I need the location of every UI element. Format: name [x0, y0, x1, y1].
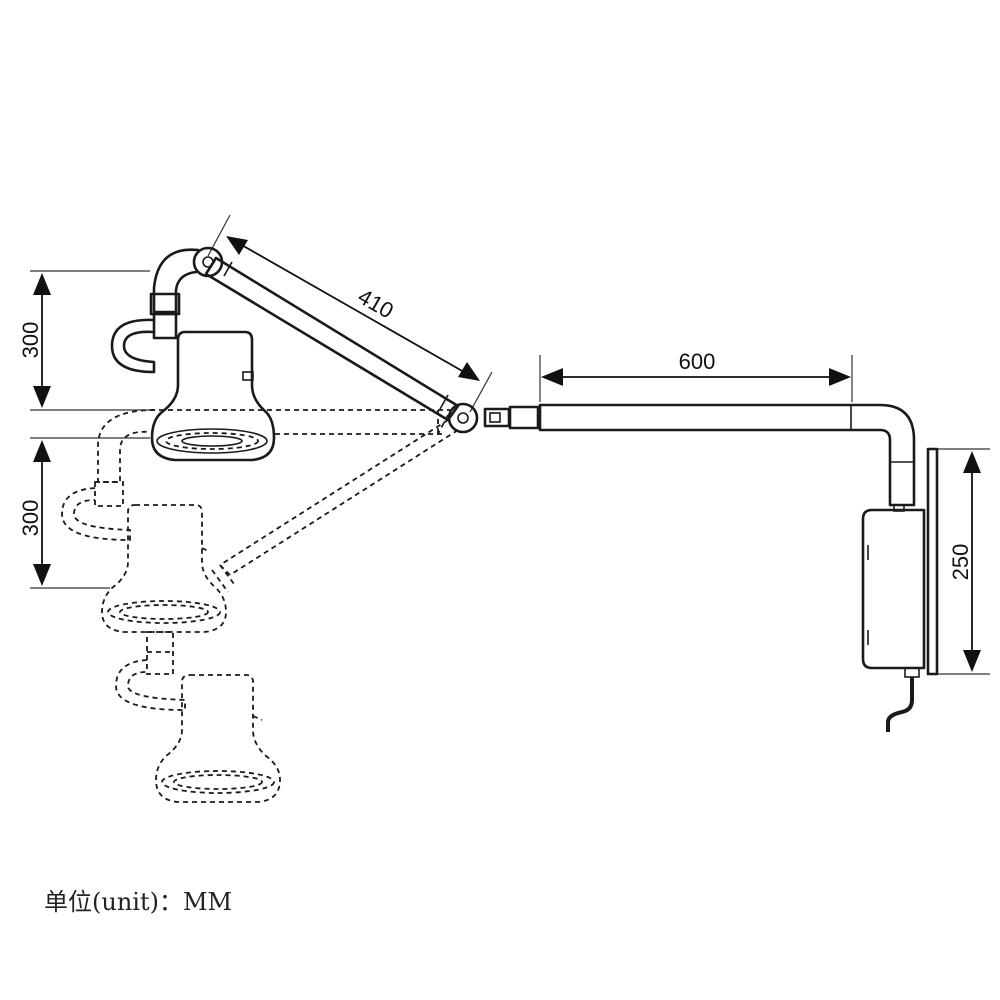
motion-guide-lines — [150, 409, 459, 593]
dimension-300-lower: 300 — [18, 440, 51, 586]
dimension-label-600: 600 — [679, 349, 716, 374]
elbow-joint — [447, 402, 479, 434]
lamp-head-lowered-1 — [61, 409, 227, 633]
articulated-arm — [204, 256, 460, 422]
dimension-label-300-lower: 300 — [18, 500, 43, 537]
power-cable — [886, 677, 914, 732]
dimension-300-upper: 300 — [18, 273, 51, 408]
dimension-label-250: 250 — [948, 544, 973, 581]
unit-note: 单位(unit)：MM — [44, 888, 233, 916]
dimension-label-300-upper: 300 — [18, 322, 43, 359]
lamp-head-lowered-2 — [115, 631, 281, 803]
dimension-410: 410 — [226, 236, 480, 381]
wall-mount-box — [861, 447, 939, 678]
horizontal-arm — [483, 403, 916, 507]
dimension-600: 600 — [541, 349, 851, 386]
extension-lines — [30, 214, 990, 675]
dimension-250: 250 — [948, 451, 981, 672]
lamp-head-upper — [110, 246, 276, 462]
dimension-label-410: 410 — [354, 283, 398, 323]
